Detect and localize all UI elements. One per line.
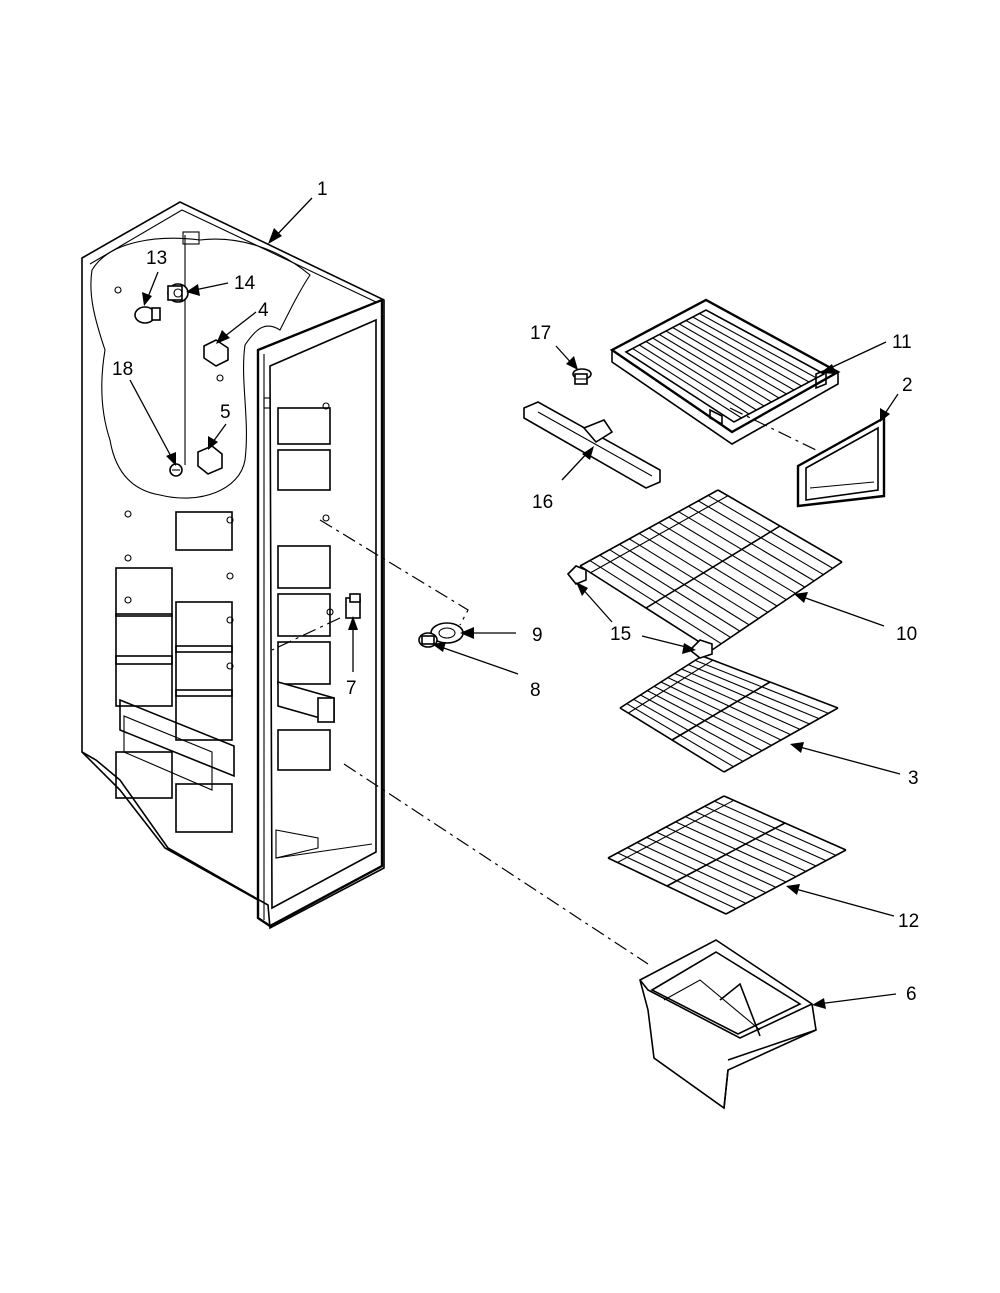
callout-17: 17 [530, 323, 551, 344]
callout-10: 10 [896, 624, 917, 645]
wire-shelf-10 [579, 489, 843, 651]
shelf-frame-11 [609, 298, 841, 445]
callout-3: 3 [908, 768, 919, 789]
bracket-7 [345, 593, 361, 619]
shelf-glass-2 [796, 415, 886, 508]
callout-11: 11 [892, 332, 912, 353]
light-bulb-13 [134, 306, 161, 324]
callout-15: 15 [610, 624, 631, 645]
callout-9: 9 [532, 625, 543, 646]
callout-labels: 1 13 14 4 18 5 7 9 8 17 16 11 2 15 10 3 … [112, 179, 919, 1005]
callout-18: 18 [112, 359, 133, 380]
switch-5 [197, 445, 223, 475]
wire-shelf-3 [619, 655, 839, 773]
callout-6: 6 [906, 984, 917, 1005]
callout-12: 12 [898, 911, 919, 932]
callout-7: 7 [346, 678, 357, 699]
switch-4 [203, 339, 229, 367]
callout-16: 16 [532, 492, 553, 513]
leader-lines [129, 197, 901, 1009]
callout-14: 14 [234, 273, 256, 294]
callout-2: 2 [902, 375, 913, 396]
screw-8 [418, 632, 438, 648]
callout-1: 1 [317, 179, 328, 200]
shelf-bracket-16 [523, 401, 661, 489]
shelf-stud-15-a [566, 565, 587, 585]
light-socket-14 [167, 283, 189, 303]
shelf-stud-15-b [688, 639, 713, 659]
callout-13: 13 [146, 248, 167, 269]
callout-8: 8 [530, 680, 541, 701]
freezer-liner-cabinet [81, 201, 385, 930]
callout-4: 4 [258, 300, 269, 321]
ice-bin-6 [639, 939, 817, 1110]
alignment-dashes [271, 407, 821, 965]
wire-shelf-12 [607, 795, 847, 915]
screw-17 [572, 368, 592, 385]
callout-5: 5 [220, 402, 231, 423]
